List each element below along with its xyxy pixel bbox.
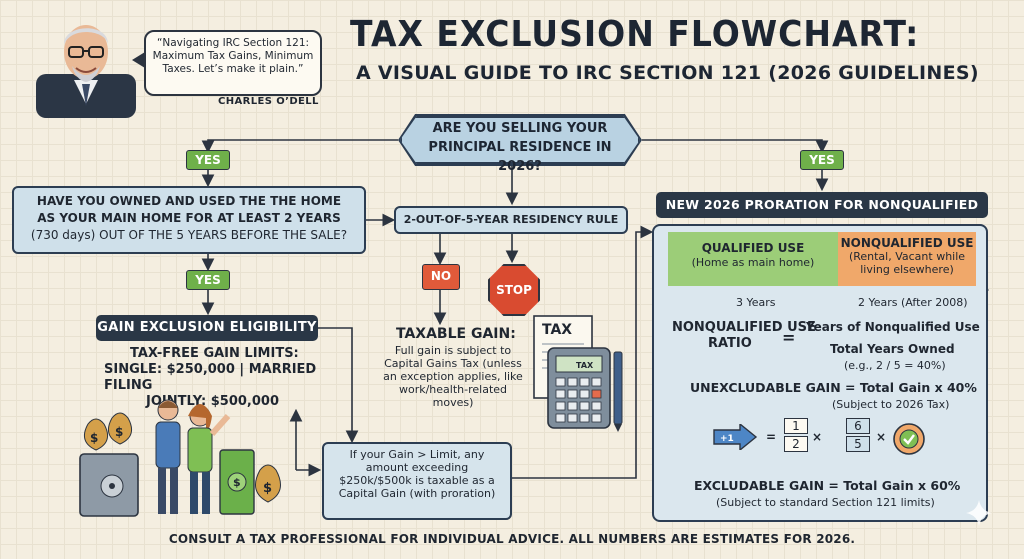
charles-odell-portrait [36,25,136,118]
tax-document-calculator-illustration: TAX TAX [533,315,623,432]
ratio-label-line2: RATIO [708,336,752,351]
sparkle-icon [966,500,992,526]
arrow-main-to-yes-right [642,139,829,154]
svg-text:$: $ [90,431,98,445]
main-question-text: ARE YOU SELLING YOUR PRINCIPAL RESIDENCE… [428,121,612,174]
proration-title: NEW 2026 PRORATION FOR NONQUALIFIED USE [656,192,988,238]
owned-question-line2: AS YOUR MAIN HOME FOR AT LEAST 2 YEARS [37,211,341,225]
owned-question-line3: (730 days) OUT OF THE 5 YEARS BEFORE THE… [30,228,348,242]
owned-question-line1: HAVE YOU OWNED AND USED THE THE HOME [36,194,342,208]
fraction-2-numerator: 6 [846,418,870,434]
page-title: TAX EXCLUSION FLOWCHART: [350,12,920,55]
unexcludable-note: (Subject to 2026 Tax) [832,398,950,411]
calculator-screen-label: TAX [576,361,594,370]
main-question-shape [400,116,640,164]
owned-question-box: HAVE YOU OWNED AND USED THE THE HOME AS … [12,186,366,254]
taxable-gain-body: Full gain is subject to Capital Gains Ta… [383,344,523,409]
fraction-1-denominator: 2 [784,436,808,452]
check-circle-icon [893,423,925,455]
arrow-main-to-yes-left [201,139,398,154]
limits-title: TAX-FREE GAIN LIMITS: [130,346,299,361]
tax-free-limits: TAX-FREE GAIN LIMITS: SINGLE: $250,000 |… [104,346,344,410]
family-savings-illustration: $ $ $ $ [79,399,281,517]
over-limit-box: If your Gain > Limit, any amount exceedi… [322,442,512,520]
limits-line2: JOINTLY: $500,000 [146,394,279,409]
years-nonqualified: 2 Years (After 2008) [858,296,968,309]
eligibility-title: GAIN EXCLUSION ELIGIBILITY [96,315,318,341]
yes-badge-mid: YES [186,270,230,290]
tax-doc-label: TAX [542,322,572,338]
years-qualified: 3 Years [736,296,776,309]
math-times-1: × [812,430,823,444]
fraction-2-denominator: 5 [846,436,870,452]
ratio-numerator: Years of Nonqualified Use [806,320,980,334]
over-limit-text: If your Gain > Limit, any amount exceedi… [338,448,496,500]
fraction-1-numerator: 1 [784,418,808,434]
fraction-1: 1 2 [784,418,808,452]
arrow-eligibility-to-gain [318,327,359,444]
stop-sign: STOP [488,264,540,316]
ratio-label: NONQUALIFIED USE RATIO [672,320,816,352]
quote-bubble: “Navigating IRC Section 121: Maximum Tax… [144,30,322,96]
arrow-block-icon: +1 [713,424,758,450]
svg-text:+1: +1 [720,434,734,444]
svg-text:$: $ [115,425,123,439]
svg-text:$: $ [233,476,241,489]
excludable-note: (Subject to standard Section 121 limits) [716,496,935,509]
nonqualified-use-desc: (Rental, Vacant while living elsewhere) [848,250,966,276]
qualified-use-desc: (Home as main home) [691,256,815,269]
qualified-use-title: QUALIFIED USE [701,241,805,255]
ratio-label-line1: NONQUALIFIED USE [672,320,816,335]
excludable-gain: EXCLUDABLE GAIN = Total Gain x 60% [694,478,961,493]
no-badge: NO [422,264,460,290]
page-subtitle: A VISUAL GUIDE TO IRC SECTION 121 (2026 … [356,62,979,84]
nonqualified-use-box: NONQUALIFIED USE (Rental, Vacant while l… [838,232,976,286]
ratio-equals: = [782,328,796,347]
yes-badge-right: YES [800,150,844,170]
yes-badge-left: YES [186,150,230,170]
limits-line1: SINGLE: $250,000 | MARRIED FILING [104,362,317,393]
fraction-2: 6 5 [846,418,870,452]
svg-text:$: $ [263,481,272,496]
ratio-denominator: Total Years Owned [830,342,955,356]
ratio-example: (e.g., 2 / 5 = 40%) [844,359,946,372]
speech-bubble-tail [132,52,145,68]
arrow-gain-to-panel [512,225,654,479]
quote-text: “Navigating IRC Section 121: Maximum Tax… [152,37,314,75]
residency-rule-box: 2-OUT-OF-5-YEAR RESIDENCY RULE [394,206,628,234]
footer-disclaimer: CONSULT A TAX PROFESSIONAL FOR INDIVIDUA… [168,532,856,546]
unexcludable-gain: UNEXCLUDABLE GAIN = Total Gain x 40% [690,380,977,395]
qualified-use-box: QUALIFIED USE (Home as main home) [668,232,838,286]
math-times-2: × [876,430,887,444]
taxable-gain-title: TAXABLE GAIN: [396,326,516,342]
math-equals: = [766,430,777,444]
nonqualified-use-title: NONQUALIFIED USE [840,236,974,250]
quote-author: CHARLES O’DELL [218,96,319,107]
